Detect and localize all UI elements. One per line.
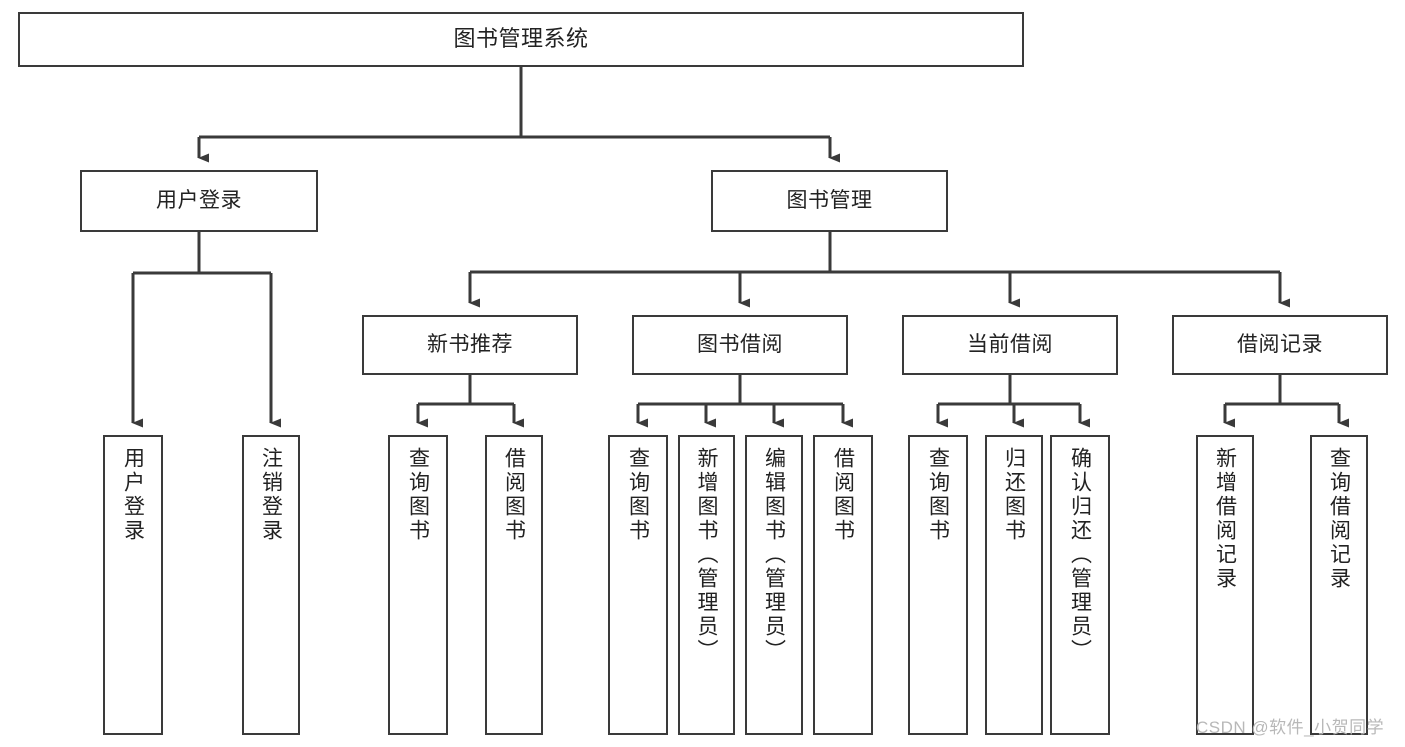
node-leaf-logout-label: 注销登录 [259,447,283,543]
node-leaf-logout[interactable]: 注销登录 [242,435,300,735]
node-new-book-recommend[interactable]: 新书推荐 [362,315,578,375]
node-leaf-confirm-return-label: 确认归还（管理员） [1068,447,1092,663]
node-current-borrow-label: 当前借阅 [967,332,1053,356]
node-borrow-record-label: 借阅记录 [1237,332,1323,356]
node-leaf-add-book[interactable]: 新增图书（管理员） [678,435,735,735]
node-leaf-borrow-book-1[interactable]: 借阅图书 [485,435,543,735]
node-new-book-recommend-label: 新书推荐 [427,332,513,356]
node-leaf-return-book[interactable]: 归还图书 [985,435,1043,735]
node-root-label: 图书管理系统 [453,26,589,52]
node-leaf-add-record-label: 新增借阅记录 [1213,447,1237,591]
node-leaf-user-login-label: 用户登录 [121,447,145,543]
node-current-borrow[interactable]: 当前借阅 [902,315,1118,375]
node-root[interactable]: 图书管理系统 [18,12,1024,67]
node-leaf-user-login[interactable]: 用户登录 [103,435,163,735]
node-leaf-query-book-2-label: 查询图书 [626,447,650,543]
node-leaf-return-book-label: 归还图书 [1002,447,1026,543]
node-leaf-add-book-label: 新增图书（管理员） [695,447,718,663]
node-leaf-query-record-label: 查询借阅记录 [1327,447,1351,591]
node-leaf-query-book-1-label: 查询图书 [406,447,430,543]
watermark-text: CSDN @软件_小贺同学 [1196,718,1385,737]
node-leaf-borrow-book-2-label: 借阅图书 [831,447,855,543]
node-book-manage[interactable]: 图书管理 [711,170,948,232]
node-leaf-query-book-3-label: 查询图书 [926,447,950,543]
node-leaf-edit-book-label: 编辑图书（管理员） [762,447,786,663]
node-leaf-edit-book[interactable]: 编辑图书（管理员） [745,435,803,735]
node-book-manage-label: 图书管理 [786,188,873,212]
node-leaf-query-book-2[interactable]: 查询图书 [608,435,668,735]
node-leaf-add-record[interactable]: 新增借阅记录 [1196,435,1254,735]
node-book-borrow[interactable]: 图书借阅 [632,315,848,375]
node-book-borrow-label: 图书借阅 [697,332,783,356]
node-leaf-confirm-return[interactable]: 确认归还（管理员） [1050,435,1110,735]
node-user-login[interactable]: 用户登录 [80,170,318,232]
node-borrow-record[interactable]: 借阅记录 [1172,315,1388,375]
node-leaf-query-record[interactable]: 查询借阅记录 [1310,435,1368,735]
node-leaf-borrow-book-2[interactable]: 借阅图书 [813,435,873,735]
node-leaf-borrow-book-1-label: 借阅图书 [502,447,526,543]
node-user-login-label: 用户登录 [156,188,242,212]
node-leaf-query-book-1[interactable]: 查询图书 [388,435,448,735]
node-leaf-query-book-3[interactable]: 查询图书 [908,435,968,735]
